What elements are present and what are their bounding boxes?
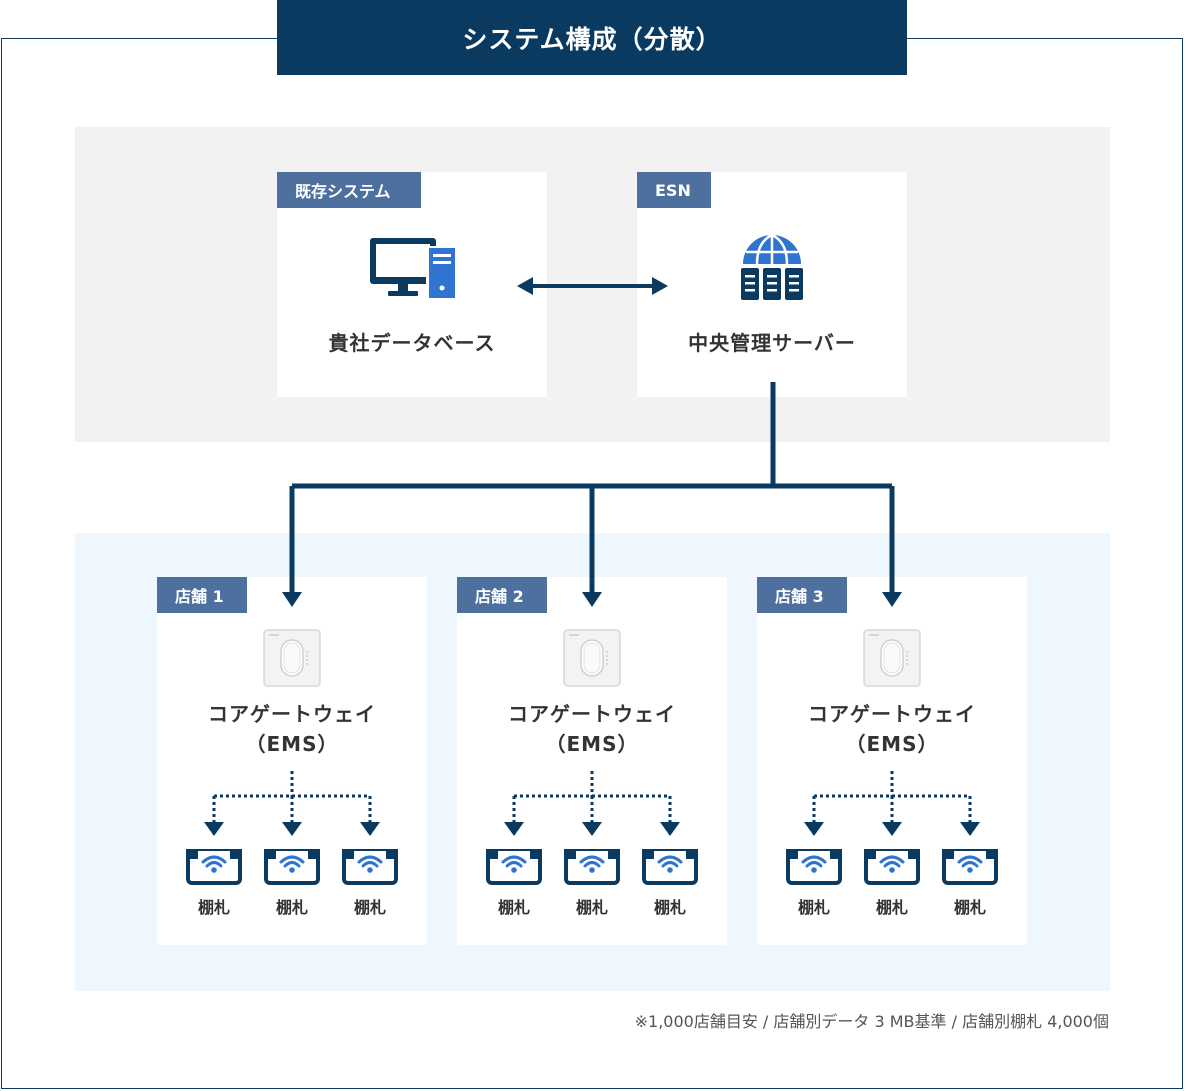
esl-tag-icon [642,849,698,885]
esl-tag-icon [564,849,620,885]
esn-tag: ESN [637,172,711,208]
existing-system-tag: 既存システム [277,172,421,208]
gateway-sub-label: （EMS） [245,732,339,756]
gateway-device-icon [263,629,321,687]
store-card-2: 店舗 2 コアゲートウェイ （EMS） 棚札 [457,577,727,945]
esl-tag-icon [342,849,398,885]
esl-tag-label: 棚札 [797,898,830,917]
esl-tag-label: 棚札 [275,898,308,917]
esl-tag-label: 棚札 [953,898,986,917]
esl-tag-label: 棚札 [197,898,230,917]
esn-label: 中央管理サーバー [688,331,856,355]
store-tag: 店舗 2 [457,577,547,613]
gateway-label: コアゲートウェイ [208,702,376,726]
esl-tag-label: 棚札 [653,898,686,917]
esl-tag-label: 棚札 [353,898,386,917]
footnote: ※1,000店舗目安 / 店舗別データ 3 MB基準 / 店舗別棚札 4,000… [634,1012,1109,1031]
esn-card: ESN 中央管理サーバー [637,172,907,397]
esl-tag-icon [186,849,242,885]
gateway-sub-label: （EMS） [545,732,639,756]
esl-tag-label: 棚札 [575,898,608,917]
gateway-label: コアゲートウェイ [508,702,676,726]
computer-icon [370,238,456,298]
gateway-label: コアゲートウェイ [808,702,976,726]
esl-tag-icon [486,849,542,885]
store-tag: 店舗 1 [157,577,247,613]
store-card-1: 店舗 1 コアゲートウェイ （EMS） 棚札 [157,577,427,945]
diagram-title: システム構成（分散） [277,0,907,75]
store-card-3: 店舗 3 コアゲートウェイ （EMS） 棚札 [757,577,1027,945]
store-tag: 店舗 3 [757,577,847,613]
esl-tag-icon [942,849,998,885]
existing-system-label: 貴社データベース [328,331,496,355]
central-area [75,127,1110,442]
globe-server-icon [741,233,803,300]
esl-tag-icon [864,849,920,885]
esl-tag-label: 棚札 [875,898,908,917]
esl-tag-label: 棚札 [497,898,530,917]
existing-system-card: 既存システム 貴社データベース [277,172,547,397]
gateway-device-icon [563,629,621,687]
gateway-device-icon [863,629,921,687]
esl-tag-icon [264,849,320,885]
esl-tag-icon [786,849,842,885]
gateway-sub-label: （EMS） [845,732,939,756]
